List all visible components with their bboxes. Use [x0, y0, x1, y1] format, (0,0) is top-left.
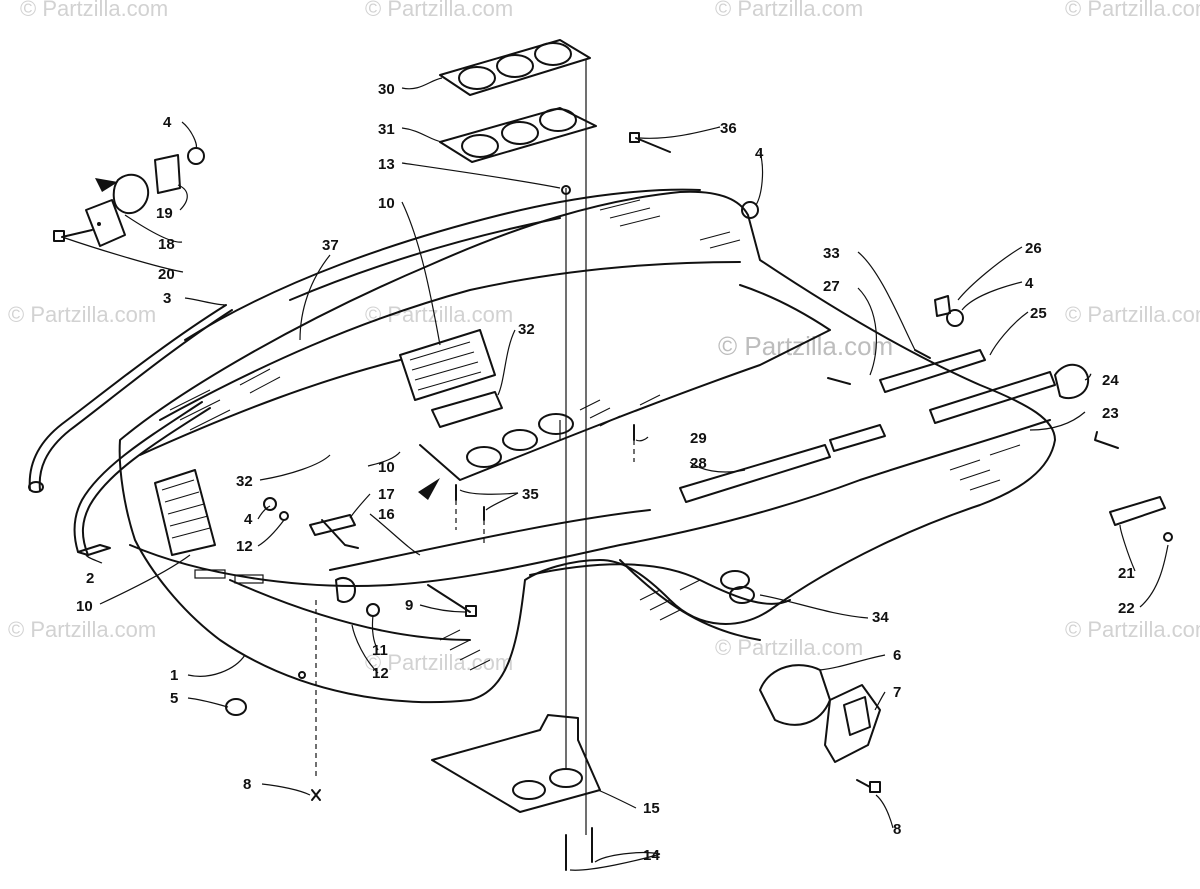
- callout-34: 34: [872, 609, 889, 626]
- callout-1: 1: [170, 667, 178, 684]
- callout-36: 36: [720, 120, 737, 137]
- callout-4: 4: [1025, 275, 1034, 292]
- callout-24: 24: [1102, 372, 1119, 389]
- callout-21: 21: [1118, 565, 1135, 582]
- left-bracket-assembly: [53, 147, 205, 247]
- callout-17: 17: [378, 486, 395, 503]
- callout-37: 37: [322, 237, 339, 254]
- callout-5: 5: [170, 690, 178, 707]
- watermark: © Partzilla.com: [365, 0, 513, 21]
- callout-4: 4: [163, 114, 172, 131]
- watermark: © Partzilla.com: [365, 650, 513, 675]
- callout-20: 20: [158, 266, 175, 283]
- watermark: © Partzilla.com: [8, 302, 156, 327]
- right-hardware: [679, 295, 1173, 542]
- callout-3: 3: [163, 290, 171, 307]
- watermark: © Partzilla.com: [715, 0, 863, 21]
- callout-10: 10: [378, 195, 395, 212]
- watermark-center: © Partzilla.com: [718, 331, 893, 361]
- callout-2: 2: [86, 570, 94, 587]
- callout-10: 10: [378, 459, 395, 476]
- mounting-plate: [431, 714, 601, 871]
- callout-7: 7: [893, 684, 901, 701]
- callout-32: 32: [518, 321, 535, 338]
- callout-33: 33: [823, 245, 840, 262]
- callout-12: 12: [236, 538, 253, 555]
- watermark: © Partzilla.com: [8, 617, 156, 642]
- pins: [455, 132, 759, 521]
- watermark: © Partzilla.com: [1065, 302, 1200, 327]
- callout-4: 4: [755, 145, 764, 162]
- callout-22: 22: [1118, 600, 1135, 617]
- callout-14: 14: [643, 847, 660, 864]
- callout-8: 8: [243, 776, 251, 793]
- callout-27: 27: [823, 278, 840, 295]
- callout-13: 13: [378, 156, 395, 173]
- callout-16: 16: [378, 506, 395, 523]
- callout-35: 35: [522, 486, 539, 503]
- watermark: © Partzilla.com: [365, 302, 513, 327]
- callout-6: 6: [893, 647, 901, 664]
- callout-26: 26: [1025, 240, 1042, 257]
- callout-30: 30: [378, 81, 395, 98]
- watermark: © Partzilla.com: [1065, 617, 1200, 642]
- callout-18: 18: [158, 236, 175, 253]
- callout-31: 31: [378, 121, 395, 138]
- callout-19: 19: [156, 205, 173, 222]
- leader-lines: [64, 77, 1169, 871]
- watermark: © Partzilla.com: [1065, 0, 1200, 21]
- watermark: © Partzilla.com: [715, 635, 863, 660]
- callout-8: 8: [893, 821, 901, 838]
- gauge-plates: [439, 39, 597, 163]
- callout-9: 9: [405, 597, 413, 614]
- callout-10: 10: [76, 598, 93, 615]
- lower-hardware: [225, 478, 881, 801]
- callout-labels: 30 31 13 10 37 4 19 18 20 3 36 4 33 27 2…: [76, 81, 1135, 864]
- callout-23: 23: [1102, 405, 1119, 422]
- watermark-layer: © Partzilla.com © Partzilla.com © Partzi…: [8, 0, 1200, 675]
- alignment-lines: [315, 60, 635, 835]
- hood-body: [118, 188, 1056, 704]
- callout-25: 25: [1030, 305, 1047, 322]
- hand-rail-parts: [28, 304, 233, 556]
- callout-12: 12: [372, 665, 389, 682]
- callout-15: 15: [643, 800, 660, 817]
- callout-11: 11: [372, 642, 388, 659]
- callout-4: 4: [244, 511, 253, 528]
- callout-32: 32: [236, 473, 253, 490]
- callout-28: 28: [690, 455, 707, 472]
- callout-29: 29: [690, 430, 707, 447]
- watermark: © Partzilla.com: [20, 0, 168, 21]
